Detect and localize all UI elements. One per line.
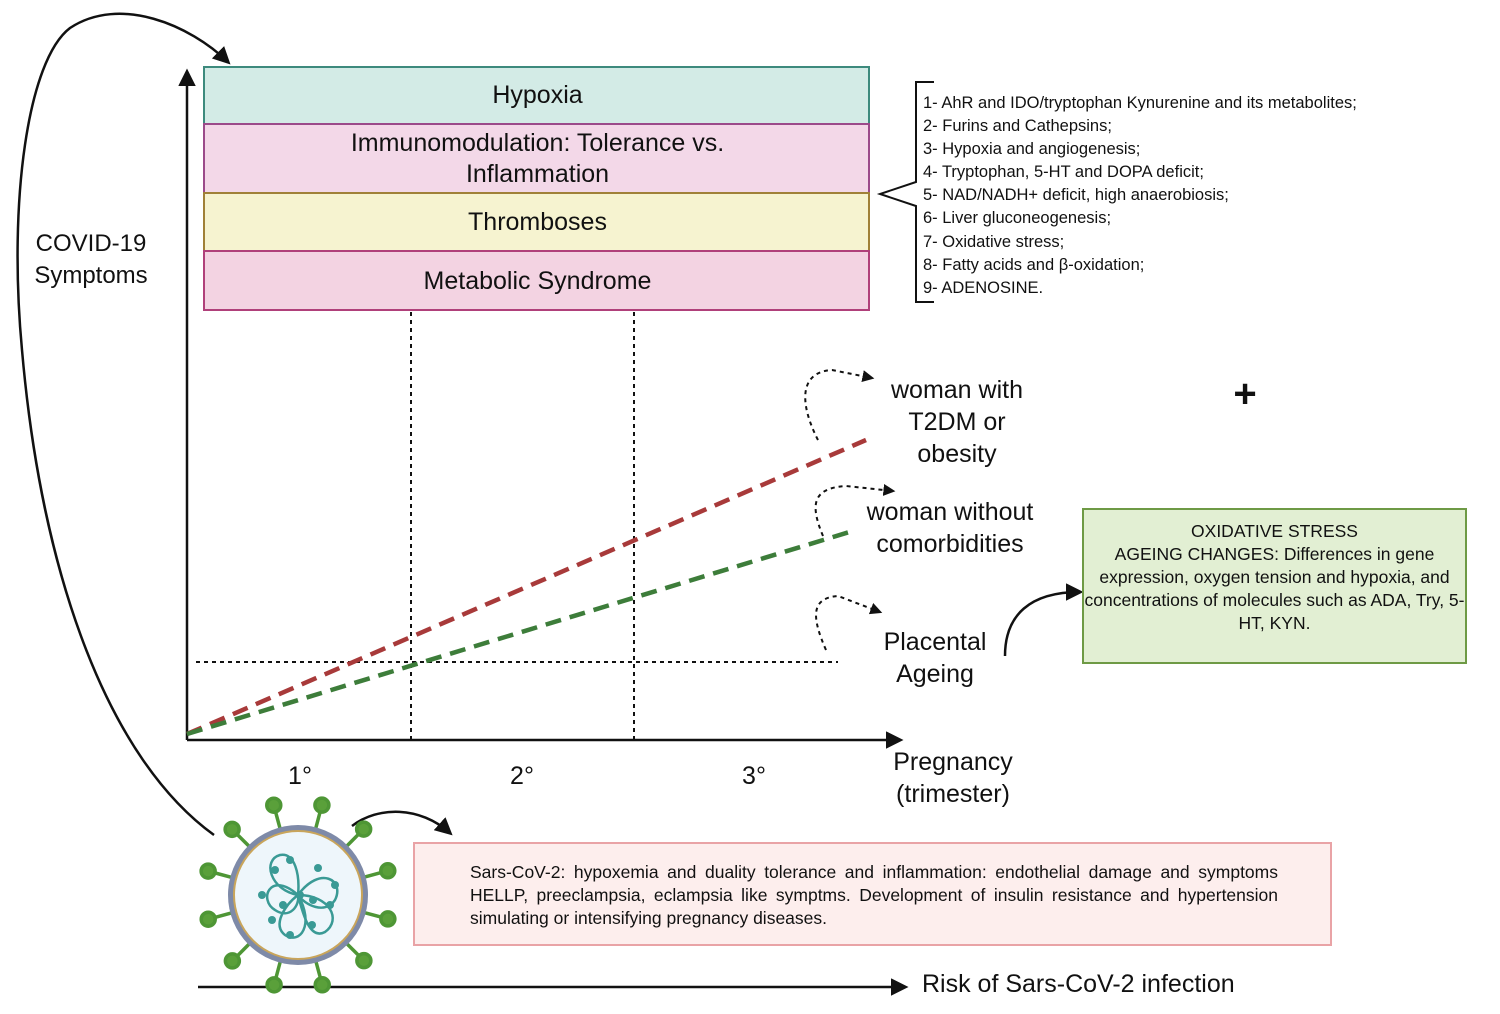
virus-spike-head (379, 910, 397, 928)
curl-arrow-no-comorbidity (814, 484, 896, 537)
band-label-hypoxia: Hypoxia (492, 81, 583, 109)
virus-rna-dot (268, 916, 276, 924)
band-label-thromboses: Thromboses (468, 208, 607, 236)
virus-spike-head (199, 862, 217, 880)
mechanism-item: 8- Fatty acids and β-oxidation; (923, 255, 1145, 274)
virus-spike-head (265, 976, 283, 994)
oxidative-stress-title: OXIDATIVE STRESS (1191, 521, 1358, 541)
virus-spike-head (355, 951, 373, 970)
mechanism-item: 2- Furins and Cathepsins; (923, 117, 1112, 136)
y-axis-label: COVID-19 Symptoms (34, 230, 148, 289)
mechanism-item: 6- Liver gluconeogenesis; (923, 209, 1112, 228)
virus-rna-dot (314, 864, 322, 872)
virus-rna-dot (331, 881, 339, 889)
band-label-metabolic-syndrome: Metabolic Syndrome (423, 267, 652, 295)
virus-rna-dot (258, 891, 266, 899)
virus-rna-dot (286, 856, 294, 864)
label-without-comorbidities: woman without comorbidities (866, 498, 1034, 558)
virus-rna-dot (286, 931, 294, 939)
virus-rna-dot (296, 891, 304, 899)
mechanisms-list: 1- AhR and IDO/tryptophan Kynurenine and… (923, 92, 1357, 300)
label-t2dm-obesity: woman with T2DM or obesity (891, 376, 1023, 468)
virus-to-sars-box-arrow (351, 810, 453, 836)
placental-to-oxidative-arrow (1003, 583, 1084, 657)
t2dm-trend-line (186, 437, 867, 737)
label-placental-ageing: Placental Ageing (883, 628, 987, 688)
virus-spike-head (223, 952, 242, 970)
virus-rna-dot (309, 896, 317, 904)
virus-spike-head (199, 910, 217, 928)
mechanisms-bracket (876, 81, 934, 303)
virus-rna-dot (326, 901, 334, 909)
sars-cov-2-virus-icon (199, 796, 397, 994)
curl-arrow-placental (815, 594, 883, 651)
oxidative-stress-box: OXIDATIVE STRESS AGEING CHANGES: Differe… (1082, 508, 1467, 664)
mechanism-item: 9- ADENOSINE. (923, 278, 1044, 297)
x-axis-label: Pregnancy (trimester) (893, 748, 1013, 808)
risk-axis-label: Risk of Sars-CoV-2 infection (922, 970, 1235, 998)
band-immunomodulation (203, 123, 870, 194)
virus-spike-head (354, 820, 373, 838)
curl-arrow-t2dm (804, 368, 875, 441)
trimester-label-2: 2° (510, 762, 534, 790)
virus-rna-dot (279, 901, 287, 909)
band-metabolic-syndrome (203, 250, 870, 311)
band-thromboses (203, 192, 870, 252)
virus-spike-head (379, 862, 397, 880)
virus-rna-dot (271, 866, 279, 874)
virus-spike-head (265, 796, 283, 814)
virus-spike-head (223, 820, 241, 839)
mechanism-item: 1- AhR and IDO/tryptophan Kynurenine and… (923, 94, 1357, 112)
virus-to-symptoms-arrow (16, 12, 231, 837)
oxidative-stress-body: AGEING CHANGES: Differences in gene expr… (1084, 544, 1465, 633)
virus-rna-dot (308, 921, 316, 929)
sars-cov-2-box: Sars-CoV-2: hypoxemia and duality tolera… (413, 842, 1332, 946)
virus-spike-head (313, 796, 331, 814)
band-hypoxia (203, 66, 870, 125)
mechanism-item: 3- Hypoxia and angiogenesis; (923, 140, 1141, 159)
trimester-label-1: 1° (288, 762, 312, 790)
trimester-label-3: 3° (742, 762, 766, 790)
mechanism-item: 4- Tryptophan, 5-HT and DOPA deficit; (923, 163, 1204, 182)
mechanism-item: 5- NAD/NADH+ deficit, high anaerobiosis; (923, 186, 1229, 205)
virus-spike-head (313, 976, 331, 994)
plus-sign: + (1233, 372, 1257, 416)
mechanism-item: 7- Oxidative stress; (923, 232, 1065, 251)
band-label-immunomodulation: Immunomodulation: Tolerance vs. Inflamma… (350, 129, 725, 188)
no-comorbidity-trend-line (186, 527, 857, 737)
